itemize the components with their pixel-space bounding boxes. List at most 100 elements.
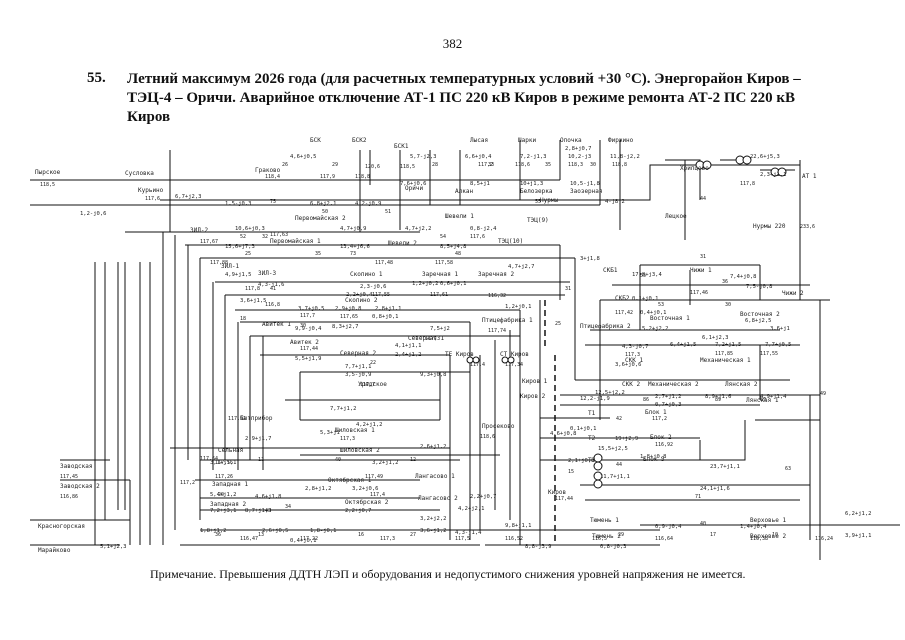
voltage-v54: 117,22 [300,536,318,542]
branch-number: 17 [710,532,716,538]
flow-f36: 4,3-j1,6 [258,282,285,288]
label-orichi: Оричи [405,185,423,192]
flow-f01: 4,6+j0,5 [290,154,317,160]
voltage-v36: 117,55 [760,351,778,357]
voltage-v22: 116,32 [488,293,506,299]
branch-number: 44 [700,196,706,202]
branch-number: 42 [616,416,622,422]
branch-number: 36 [215,532,221,538]
branch-number: 12 [410,457,416,463]
flow-g06: 4,7+j2,7 [508,264,535,270]
label-selnaya: Сельная [218,447,243,454]
flow-f09: 2,3+j1,1 [760,172,787,178]
label-blok3: Блок 3 [643,456,665,463]
label-sharki: Шарки [518,137,536,144]
flow-f43: 7,5+j2 [430,326,450,332]
voltage-v17: 117,48 [375,260,393,266]
branch-number: 31 [700,254,706,260]
voltage-v29: 117,65 [340,314,358,320]
flow-f98: 2,9+j1,7 [245,436,272,442]
flow-f06: 10,2-j3 [568,154,591,160]
flow-g10: 3,2+j2,2 [420,516,447,522]
label-grakhovo: Граково [255,167,281,174]
voltage-v05: 118,8 [355,174,370,180]
label-t1: Т1 [588,410,596,417]
label-stkirov: СТ Киров [500,351,529,358]
flow-f27: 2,3-j0,6 [360,284,387,290]
label-mehanicheskaya1: Механическая 1 [700,357,751,364]
flow-f40: 2,8+j1,1 [375,306,402,312]
voltage-v12: 117,8 [740,181,755,187]
flow-f84: 7,2+j3,1 [210,508,237,514]
voltage-v23: 117,74 [488,328,506,334]
label-fierzhino: Фиржино [608,137,634,144]
flow-f78: 4,2+j1,2 [356,422,383,428]
label-oktyabrskaya1: Октябрская 1 [328,477,372,484]
flow-f03: 6,6+j0,4 [465,154,492,160]
branch-number: 36 [722,279,728,285]
flow-f70: 4,6+j0,8 [550,431,577,437]
label-lysaya: Лысая [470,137,488,144]
flow-f86: 1,8+j1,2 [200,528,227,534]
flow-f51: 7,2+j1,5 [715,342,742,348]
voltage-v38: 117,7 [360,382,375,388]
flow-f75: 3,2+j1,2 [372,460,399,466]
flow-f80: 4,6+j1,8 [255,494,282,500]
label-avitek2: Авитек 2 [290,339,319,346]
label-tets9: ТЭЦ(9) [527,217,549,224]
voltage-v09: 118,6 [515,162,530,168]
label-bsk2: БСК2 [352,137,367,144]
flow-f04: 7,2-j1,3 [520,154,547,160]
branch-number: 30 [590,162,596,168]
label-lyanskaya1: Лянская 1 [746,397,779,404]
voltage-v27: 116,8 [265,302,280,308]
flow-f33: 7,4+j0,8 [730,274,757,280]
label-bsk: БСК [310,137,321,144]
branch-number: 13 [258,532,264,538]
branch-number: 44 [616,462,622,468]
flow-f90: 0,4+j0,1 [290,538,317,544]
branch-number: 40 [335,457,341,463]
flow-f62: 4,9+j1,4 [760,394,787,400]
branch-number: 20 [218,492,224,498]
flow-f21: 4,7+j0,9 [340,226,367,232]
flow-f74: 3,1+j1,1 [210,460,237,466]
heading-line-2: ТЭЦ-4 – Оричи. Аварийное отключение АТ-1… [127,90,796,106]
label-pervomayskaya1: Первомайская 1 [270,238,321,245]
label-langasovo2: Лангасово 2 [418,495,458,502]
branch-number: 49 [820,391,826,397]
branch-number: 48 [455,251,461,257]
flow-f49: 4,3-j0,7 [622,344,649,350]
voltage-v04: 117,9 [320,174,335,180]
flow-f54: 3,5-j0,9 [345,372,372,378]
flow-f83: 3,2+j0,6 [352,486,379,492]
label-tekirov: ТЕ Киров [445,351,474,358]
label-kirov: Киров [548,489,566,496]
voltage-v46: 117,44 [555,496,573,502]
label-zaozernaya: Заозерная [570,188,603,195]
label-tyumen1: Тюмень 1 [590,517,619,524]
voltage-v33: 117,34 [505,362,523,368]
voltage-v08: 117,2 [478,162,493,168]
voltage-v52: 116,24 [815,536,833,542]
voltage-v25: 117,46 [690,290,708,296]
branch-number: 32 [262,234,268,240]
label-opochka: Опочка [560,137,582,144]
voltage-v51: 116,38 [750,536,768,542]
flow-g04: 6,2+j1,2 [845,511,872,517]
label-oktyabrskaya2: Октябрская 2 [345,499,389,506]
branch-number: 29 [618,532,624,538]
label-sheveli1: Шевели 1 [445,213,474,220]
voltage-v49: 116,5 [592,536,607,542]
voltage-v11: 118,8 [612,162,627,168]
label-chizhi1: Чижи 1 [690,267,712,274]
flow-f85: 8,7+j1,3 [245,508,272,514]
label-zavodskaya: Заводская [60,463,93,470]
label-avitek1: Авитек 1 [262,321,291,328]
voltage-v20: 117,61 [430,292,448,298]
flow-g01: 3,6+j0,6 [615,362,642,368]
voltage-v37: 117,92 [228,416,246,422]
label-t2: Т2 [588,435,596,442]
label-alkhan: Алкан [455,188,473,195]
flow-f94: 0,9-j0,4 [655,524,682,530]
